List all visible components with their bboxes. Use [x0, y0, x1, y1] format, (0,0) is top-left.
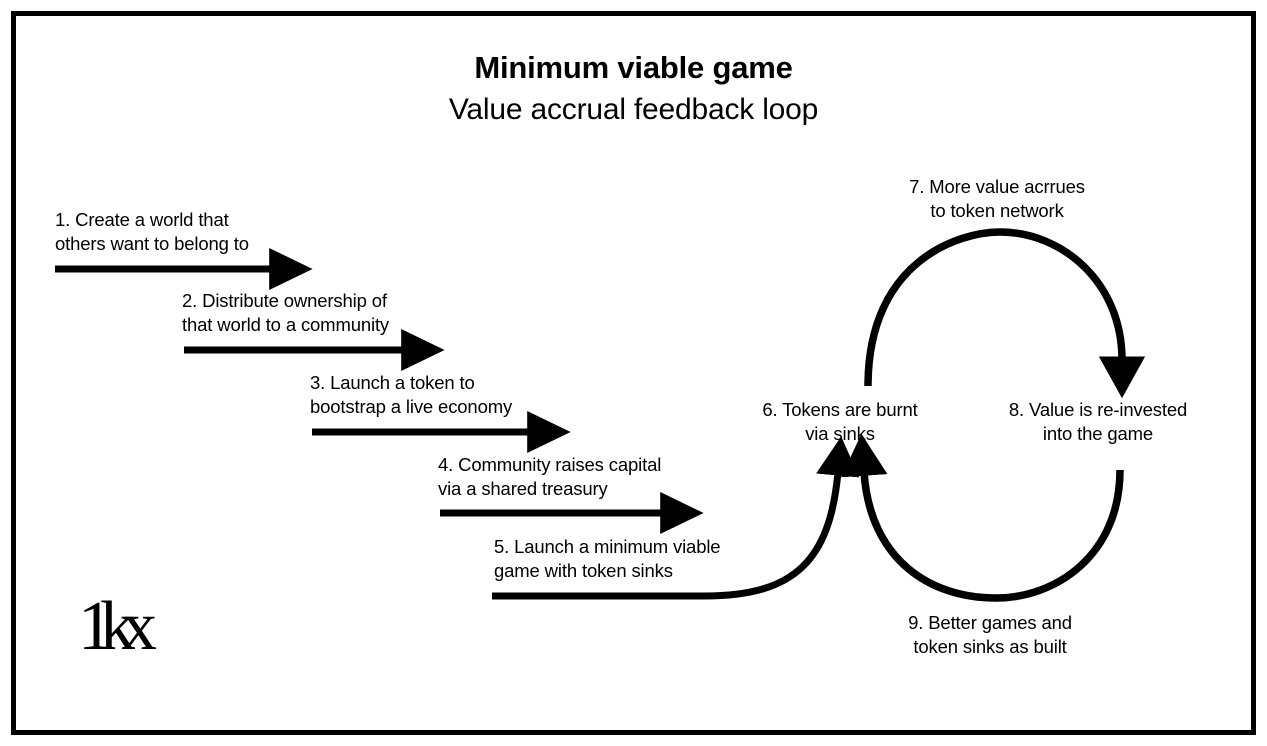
step-label-6: 6. Tokens are burnt via sinks	[762, 399, 918, 445]
slide-title: Minimum viable game	[474, 50, 793, 85]
1kx-logo: 1kx	[78, 588, 157, 665]
slide-subtitle: Value accrual feedback loop	[448, 93, 819, 126]
step-label-7: 7. More value acrrues to token network	[909, 176, 1085, 222]
slide-border-frame	[11, 11, 1256, 735]
step-label-3: 3. Launch a token to bootstrap a live ec…	[310, 372, 513, 418]
step-label-2: 2. Distribute ownership of that world to…	[182, 290, 390, 336]
step-label-5: 5. Launch a minimum viable game with tok…	[494, 536, 721, 582]
step-label-8: 8. Value is re-invested into the game	[1008, 399, 1188, 445]
step-label-9: 9. Better games and token sinks as built	[908, 612, 1072, 658]
step-label-4: 4. Community raises capital via a shared…	[438, 454, 662, 500]
title-block: Minimum viable game Value accrual feedba…	[0, 52, 1267, 125]
step-label-1: 1. Create a world that others want to be…	[55, 209, 249, 255]
